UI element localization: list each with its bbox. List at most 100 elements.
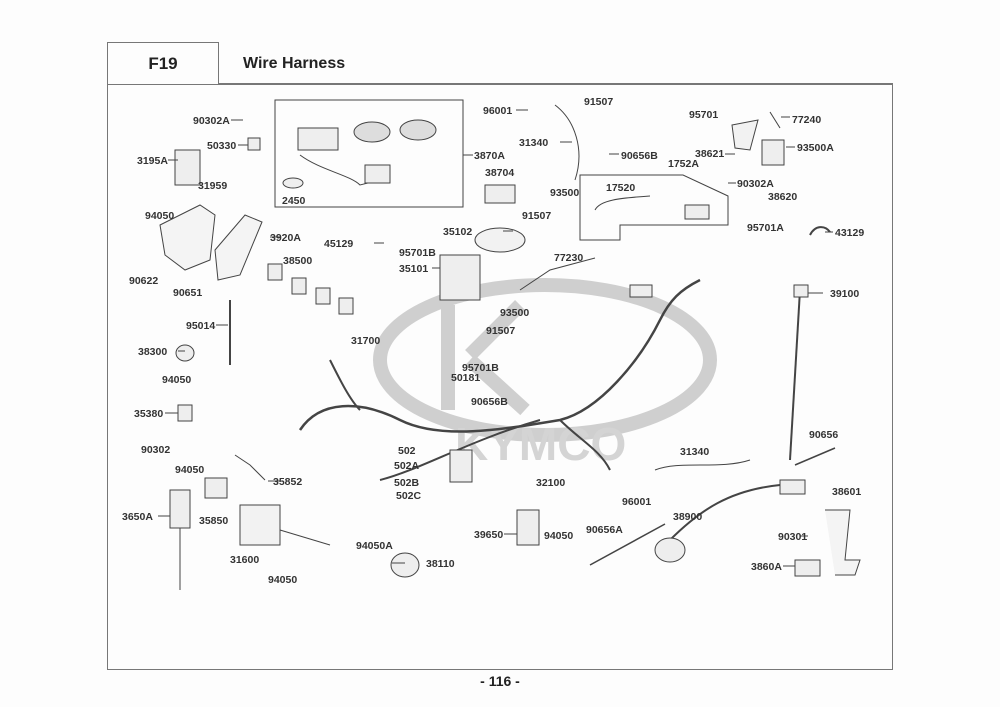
callout-label: 90302A xyxy=(737,178,774,190)
part-38500-switch-3 xyxy=(315,287,331,305)
callout-label: 95014 xyxy=(186,320,216,332)
part-90656-tie xyxy=(794,447,836,466)
part-fuse-box xyxy=(449,449,473,483)
part-harness-connector xyxy=(629,284,653,298)
callout-label: 90302A xyxy=(193,115,230,127)
callout-label: 91507 xyxy=(522,210,552,222)
callout-label: 94050A xyxy=(356,540,393,552)
callout-label: 94050 xyxy=(175,464,205,476)
part-3650a-relay xyxy=(169,489,191,529)
kit-3870a-box xyxy=(274,99,464,208)
callout-label: 50330 xyxy=(207,140,237,152)
part-39100-sensor-wire xyxy=(789,289,801,461)
callout-label: 38110 xyxy=(426,558,455,570)
callout-label: 39100 xyxy=(830,288,860,300)
kymco-watermark-text: KYMCO xyxy=(455,418,626,470)
callout-label: 96001 xyxy=(483,105,513,117)
callout-label: 38704 xyxy=(485,167,515,179)
callout-label: 94050 xyxy=(162,374,192,386)
part-50330 xyxy=(247,137,261,151)
part-key-fob-1 xyxy=(353,121,391,143)
callout-label: 38620 xyxy=(768,191,798,203)
section-code-box: F19 xyxy=(107,42,219,85)
callout-label: 3195A xyxy=(137,155,168,167)
callout-label: 3870A xyxy=(474,150,505,162)
part-39650-unit xyxy=(516,509,540,546)
part-2450-battery xyxy=(282,177,304,189)
part-90656a-tie xyxy=(589,523,666,566)
callout-label: 38900 xyxy=(673,511,703,523)
callout-label: 95701 xyxy=(689,109,719,121)
callout-label: 90656 xyxy=(809,429,839,441)
callout-label: 35850 xyxy=(199,515,229,527)
callout-label: 502C xyxy=(396,490,422,502)
callout-label: 90301 xyxy=(778,531,808,543)
part-35380-switch xyxy=(177,404,193,422)
callout-label: 93500A xyxy=(797,142,834,154)
part-38500-switch-2 xyxy=(291,277,307,295)
part-key-fob-2 xyxy=(399,119,437,141)
part-32100-harness-branch-2 xyxy=(559,419,611,471)
callout-label: 38621 xyxy=(695,148,725,160)
part-31340-sensor-bottom xyxy=(654,459,751,471)
callout-label: 93500 xyxy=(500,307,530,319)
header-divider xyxy=(219,83,893,85)
part-kit-wire xyxy=(299,154,381,186)
part-35852-bracket xyxy=(234,454,266,481)
part-38704-module xyxy=(484,184,516,204)
callout-label: 39650 xyxy=(474,529,504,541)
part-38300-buzzer xyxy=(175,344,195,362)
part-39100-sensor xyxy=(793,284,809,298)
callout-label: 35852 xyxy=(273,476,303,488)
part-kit-connector xyxy=(364,164,391,184)
callout-label: 90656B xyxy=(621,150,658,162)
callout-label: 77240 xyxy=(792,114,822,126)
part-35102-ring xyxy=(474,227,526,253)
part-3195a-relay xyxy=(174,149,201,186)
callout-label: 3860A xyxy=(751,561,782,573)
callout-label: 50181 xyxy=(451,372,481,384)
callout-label: 35102 xyxy=(443,226,473,238)
page-title: Wire Harness xyxy=(243,55,346,72)
kymco-logo-watermark xyxy=(373,278,717,442)
callout-label: 31340 xyxy=(680,446,710,458)
part-38500-switch-4 xyxy=(338,297,354,315)
callout-label: 91507 xyxy=(584,96,614,108)
part-32100-harness-branch-3 xyxy=(329,359,361,411)
part-32100-harness-main xyxy=(298,278,701,433)
part-31340-sensor-top xyxy=(554,104,580,181)
callout-label: 35101 xyxy=(399,263,429,275)
callout-label: 32100 xyxy=(536,477,566,489)
callout-label: 3920A xyxy=(270,232,301,244)
callout-label: 38500 xyxy=(283,255,313,267)
callout-label: 3650A xyxy=(122,511,153,523)
part-38601-bracket xyxy=(825,509,861,576)
callout-label: 90622 xyxy=(129,275,159,287)
callout-label: 2450 xyxy=(282,195,306,207)
part-38900-connector xyxy=(779,479,806,495)
callout-label: 502 xyxy=(398,445,416,457)
part-3860a-relay xyxy=(794,559,821,577)
page-number: - 116 - xyxy=(480,673,520,689)
callout-label: 38300 xyxy=(138,346,168,358)
part-38900-socket xyxy=(654,537,686,563)
callout-label: 91507 xyxy=(486,325,516,337)
leader-lines xyxy=(158,109,833,567)
part-77230-cable xyxy=(519,257,596,291)
callout-label: 35380 xyxy=(134,408,164,420)
callout-label: 38601 xyxy=(832,486,862,498)
part-43129-clip xyxy=(809,226,831,236)
callout-label: 502A xyxy=(394,460,420,472)
part-38900-wire xyxy=(669,484,781,541)
section-code: F19 xyxy=(148,54,178,73)
callout-label: 95701A xyxy=(747,222,784,234)
part-31600-regulator xyxy=(239,504,281,546)
callout-label: 31959 xyxy=(198,180,228,192)
part-32100-harness-branch xyxy=(379,419,541,481)
callout-label: 95701B xyxy=(462,362,499,374)
kit-1752a-box xyxy=(579,174,729,241)
part-antenna-module xyxy=(297,127,339,151)
part-77240-strap xyxy=(769,111,781,129)
part-35850-starter-relay xyxy=(204,477,228,499)
diagram-frame xyxy=(107,84,893,670)
